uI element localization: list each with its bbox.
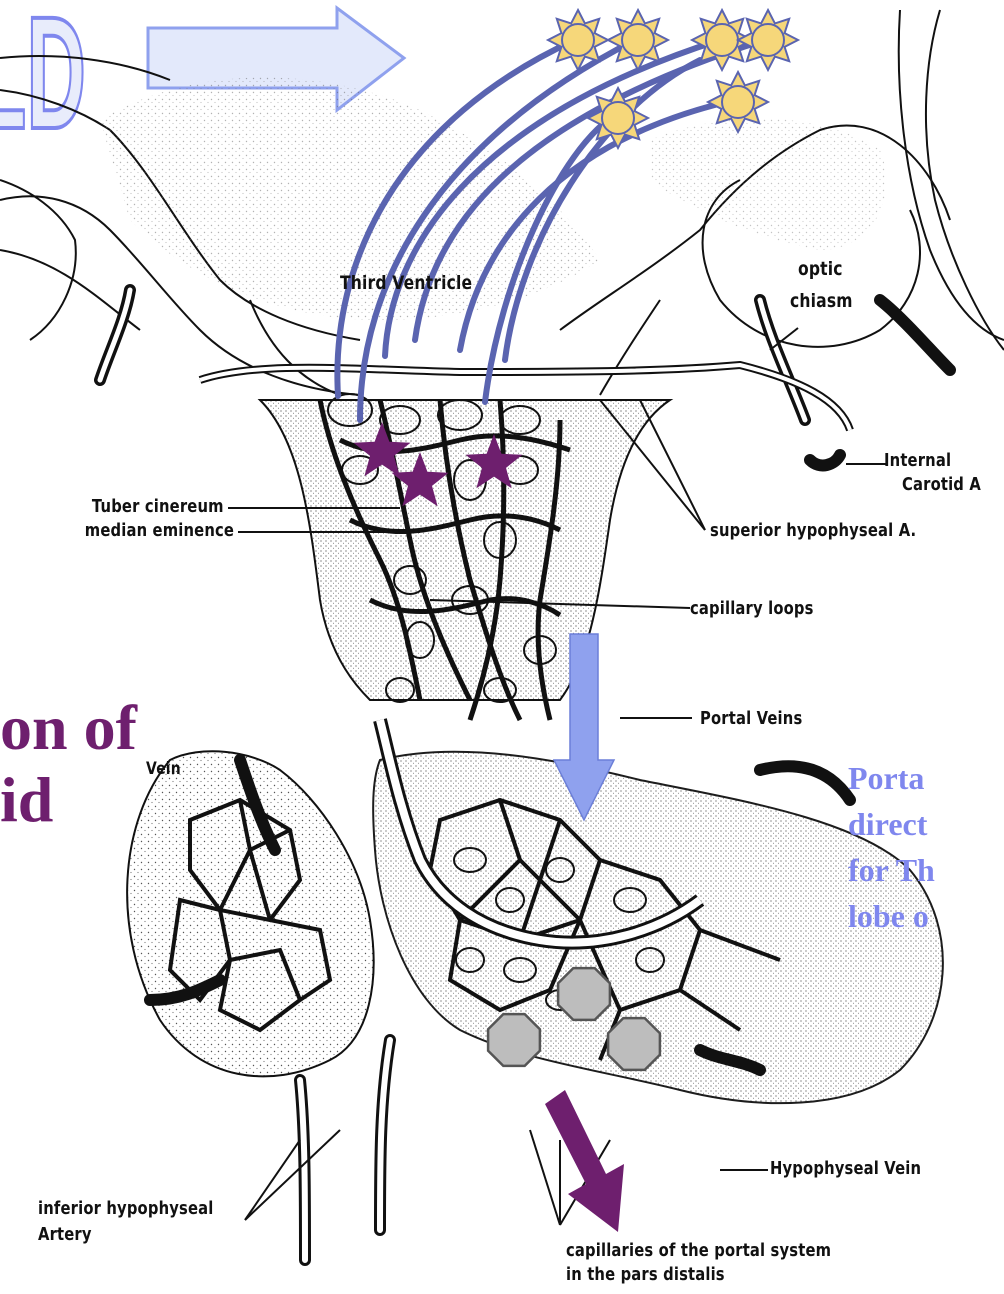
label-capillary-loops: capillary loops [690,598,814,620]
label-median-eminence: median eminence [85,520,234,542]
right-slide-text-1: Porta [848,756,924,800]
label-inferior-hypophyseal-1: inferior hypophyseal [38,1198,214,1220]
label-optic-chiasm-2: chiasm [790,290,853,312]
octagon-cell-icon [488,1014,540,1066]
title-fragment: LD [0,0,86,162]
sun-neuron-icon [588,88,648,148]
label-optic-chiasm-1: optic [798,258,843,280]
output-arrow-icon [545,1090,624,1232]
label-superior-hypophyseal: superior hypophyseal A. [710,520,916,542]
title-fragment-text: LD [0,0,86,162]
sun-neuron-icon [608,10,668,70]
sun-neuron-icon [548,10,608,70]
left-slide-text-1: on of [0,692,137,764]
right-vessel [760,766,850,800]
right-slide-text-3: for Th [848,848,935,892]
optic-stipple [650,119,886,250]
right-slide-text-4: lobe o [848,894,929,938]
label-tuber-cinereum: Tuber cinereum [92,496,224,518]
label-capillaries-portal-1: capillaries of the portal system [566,1240,831,1262]
sun-neuron-icon [738,10,798,70]
label-internal-carotid-1: Internal [884,450,951,472]
octagon-cell-icon [558,968,610,1020]
label-internal-carotid-2: Carotid A [902,474,981,496]
label-third-ventricle: Third Ventricle [340,272,472,294]
label-capillaries-portal-2: in the pars distalis [566,1264,725,1286]
label-portal-veins: Portal Veins [700,708,802,730]
label-inferior-hypophyseal-2: Artery [38,1224,92,1246]
octagon-cell-icon [608,1018,660,1070]
right-slide-text-2: direct [848,802,927,846]
sun-neuron-icon [708,72,768,132]
label-vein: Vein [146,758,181,780]
left-slide-text-2: id [0,764,53,836]
label-hypophyseal-vein: Hypophyseal Vein [770,1158,921,1180]
